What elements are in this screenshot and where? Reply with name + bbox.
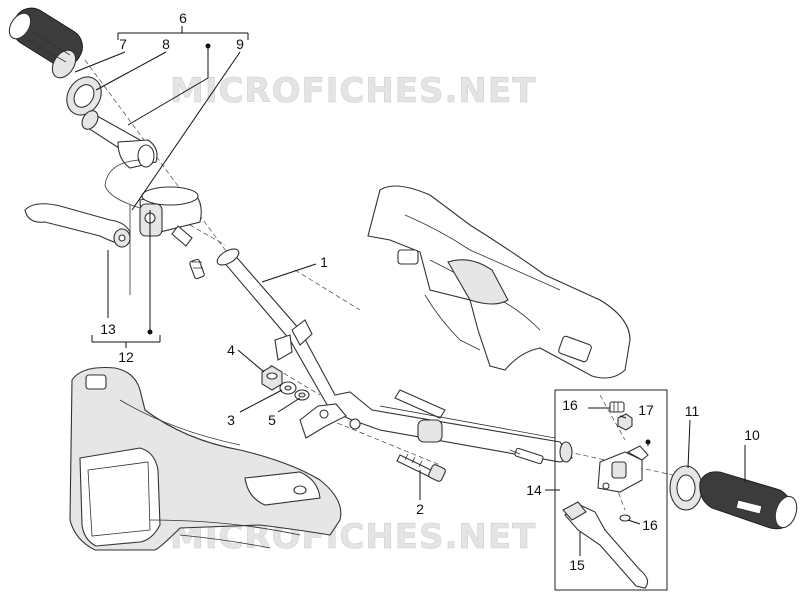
callout-labels: 6 7 8 9 1 4 3 5 2 13 12 10 11 14 16 17 1… — [100, 10, 760, 573]
callout-16-lower: 16 — [642, 517, 658, 533]
group-12-bracket — [91, 335, 161, 348]
callout-16-upper: 16 — [562, 397, 578, 413]
callout-12: 12 — [118, 349, 134, 365]
group-6-bracket — [117, 26, 249, 40]
callout-1: 1 — [320, 254, 328, 270]
left-grip-part — [699, 471, 798, 530]
bolt-part — [396, 453, 446, 482]
throttle-cable — [104, 159, 141, 209]
leader-lines — [74, 43, 746, 556]
grip-end-part — [8, 7, 83, 79]
callout-6: 6 — [179, 10, 187, 26]
master-cylinder-part — [139, 186, 202, 247]
callout-10: 10 — [744, 427, 760, 443]
front-handlebar-cover — [69, 366, 342, 551]
washer-part-5 — [294, 389, 310, 401]
washer-part-3 — [279, 381, 297, 395]
callout-17: 17 — [638, 402, 654, 418]
screw-part-16-upper — [588, 401, 625, 413]
nut-part-4 — [261, 365, 283, 391]
callout-5: 5 — [268, 412, 276, 428]
callout-13: 13 — [100, 321, 116, 337]
banjo-fitting — [189, 258, 205, 280]
callout-7: 7 — [119, 36, 127, 52]
callout-14: 14 — [526, 482, 542, 498]
left-lever-part — [562, 501, 649, 589]
callout-2: 2 — [416, 501, 424, 517]
callout-8: 8 — [162, 36, 170, 52]
nut-part-17 — [617, 413, 633, 431]
ring-part-11 — [669, 465, 703, 511]
callout-15: 15 — [569, 557, 585, 573]
wire-connector — [509, 447, 544, 465]
washer-part-16-lower — [619, 514, 631, 522]
callout-11: 11 — [685, 403, 700, 419]
brake-lever-part — [24, 203, 131, 248]
lever-bracket — [597, 445, 649, 493]
callout-9: 9 — [236, 36, 244, 52]
watermark-top: MICROFICHES.NET — [170, 71, 536, 111]
callout-3: 3 — [227, 412, 235, 428]
rear-handlebar-cover — [367, 185, 631, 379]
callout-4: 4 — [227, 342, 235, 358]
handlebar-tube-part — [216, 248, 573, 463]
ring-part-8 — [66, 76, 102, 116]
throttle-tube-part — [81, 110, 158, 169]
